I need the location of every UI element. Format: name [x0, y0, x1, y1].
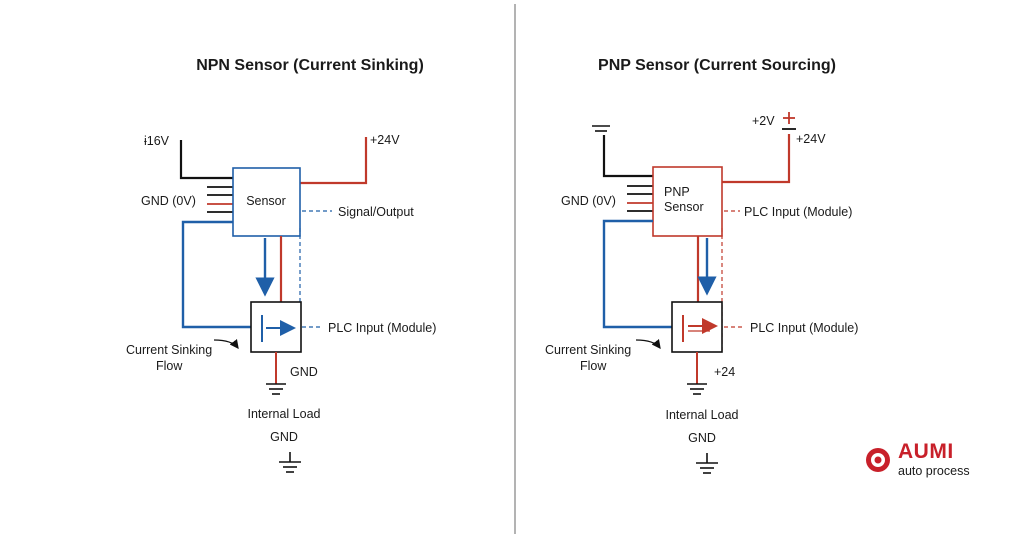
pnp-flow-label-line2: Flow — [580, 359, 607, 373]
pnp-flow-label-line1: Current Sinking — [545, 343, 631, 357]
npn-bottom-gnd-label: GND — [270, 430, 298, 444]
pnp-blue-return-wire — [602, 219, 672, 329]
pnp-diagram: PNP Sensor (Current Sourcing) +2V +24V G… — [545, 57, 858, 474]
pnp-internal-load-label: Internal Load — [666, 408, 739, 422]
npn-gnd-label: GND (0V) — [141, 194, 196, 208]
pnp-sensor-label-line1: PNP — [664, 185, 690, 199]
pnp-module-label: +24 — [714, 365, 735, 379]
npn-blue-return-wire — [181, 220, 251, 329]
npn-supply-right-label: +24V — [370, 133, 400, 147]
aumi-logo: AUMI auto process — [862, 440, 992, 486]
npn-supply-left-label: ɨ16V — [144, 134, 170, 148]
npn-sensor-box — [232, 167, 301, 237]
pnp-bottom-gnd-label: GND — [688, 431, 716, 445]
pnp-sensor-box — [652, 166, 723, 237]
npn-internal-load-label: Internal Load — [248, 407, 321, 421]
npn-black-supply-wire — [179, 140, 233, 180]
pnp-black-supply-wire — [602, 135, 653, 178]
npn-red-supply-wire — [300, 137, 368, 185]
pnp-supply-right-label: +24V — [796, 132, 826, 146]
npn-signal-label: Signal/Output — [338, 205, 414, 219]
pnp-supply-top-label: +2V — [752, 114, 775, 128]
pnp-sensor-label-line2: Sensor — [664, 200, 704, 214]
npn-sensor-label: Sensor — [246, 194, 286, 208]
npn-flow-pointer — [213, 339, 239, 350]
pnp-red-supply-wire — [722, 134, 791, 184]
logo-spiral-icon — [866, 448, 890, 472]
npn-flow-label-line2: Flow — [156, 359, 183, 373]
npn-title: NPN Sensor (Current Sinking) — [196, 57, 424, 74]
pnp-title: PNP Sensor (Current Sourcing) — [598, 57, 836, 74]
logo-tagline: auto process — [898, 464, 970, 478]
npn-module-gnd-label: GND — [290, 365, 318, 379]
logo-name: AUMI — [898, 440, 954, 463]
pnp-flow-pointer — [635, 339, 661, 350]
pnp-plc-label-bottom: PLC Input (Module) — [750, 321, 858, 335]
pnp-gnd-label: GND (0V) — [561, 194, 616, 208]
npn-diagram: NPN Sensor (Current Sinking) ɨ16V +24V G… — [126, 57, 436, 473]
npn-flow-label-line1: Current Sinking — [126, 343, 212, 357]
npn-plc-label: PLC Input (Module) — [328, 321, 436, 335]
pnp-plc-label-top: PLC Input (Module) — [744, 205, 852, 219]
